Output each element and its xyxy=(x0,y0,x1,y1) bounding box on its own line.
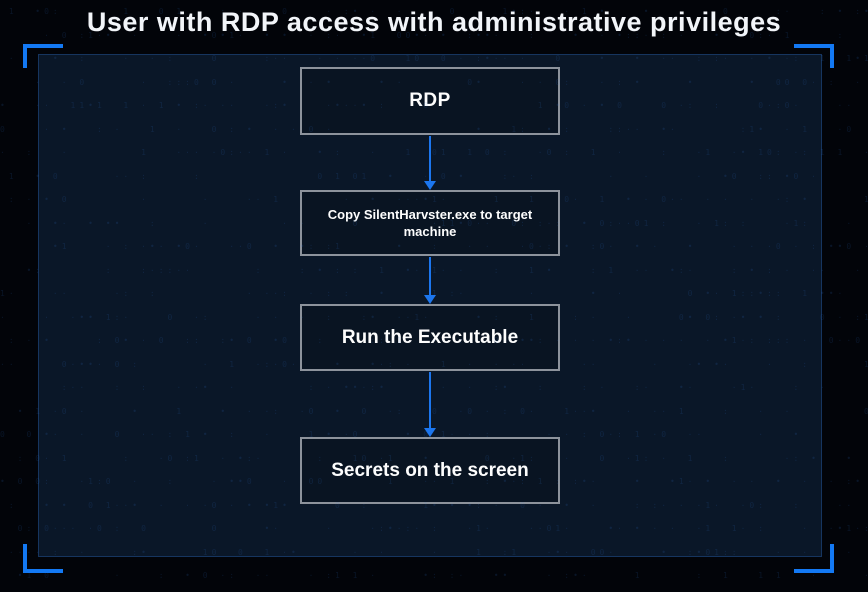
flow-node-rdp: RDP xyxy=(300,67,560,135)
flow-node-copy-executable: Copy SilentHarvster.exe to target machin… xyxy=(300,190,560,256)
corner-bracket-top-right xyxy=(794,44,834,68)
arrow-down-icon xyxy=(424,372,436,437)
flow-node-secrets-on-screen: Secrets on the screen xyxy=(300,437,560,504)
page-title: User with RDP access with administrative… xyxy=(86,7,782,37)
corner-bracket-bottom-left xyxy=(23,544,63,573)
flow-node-label: Secrets on the screen xyxy=(331,459,529,481)
arrow-down-icon xyxy=(424,257,436,304)
corner-bracket-bottom-right xyxy=(794,544,834,573)
flow-node-run-executable: Run the Executable xyxy=(300,304,560,371)
flow-node-label: RDP xyxy=(409,90,451,111)
arrow-down-icon xyxy=(424,136,436,190)
flow-node-label: Run the Executable xyxy=(341,326,519,348)
flowchart-panel: RDP Copy SilentHarvster.exe to target ma… xyxy=(38,54,822,557)
corner-bracket-top-left xyxy=(23,44,63,68)
flow-node-label: Copy SilentHarvster.exe to target machin… xyxy=(327,207,533,239)
